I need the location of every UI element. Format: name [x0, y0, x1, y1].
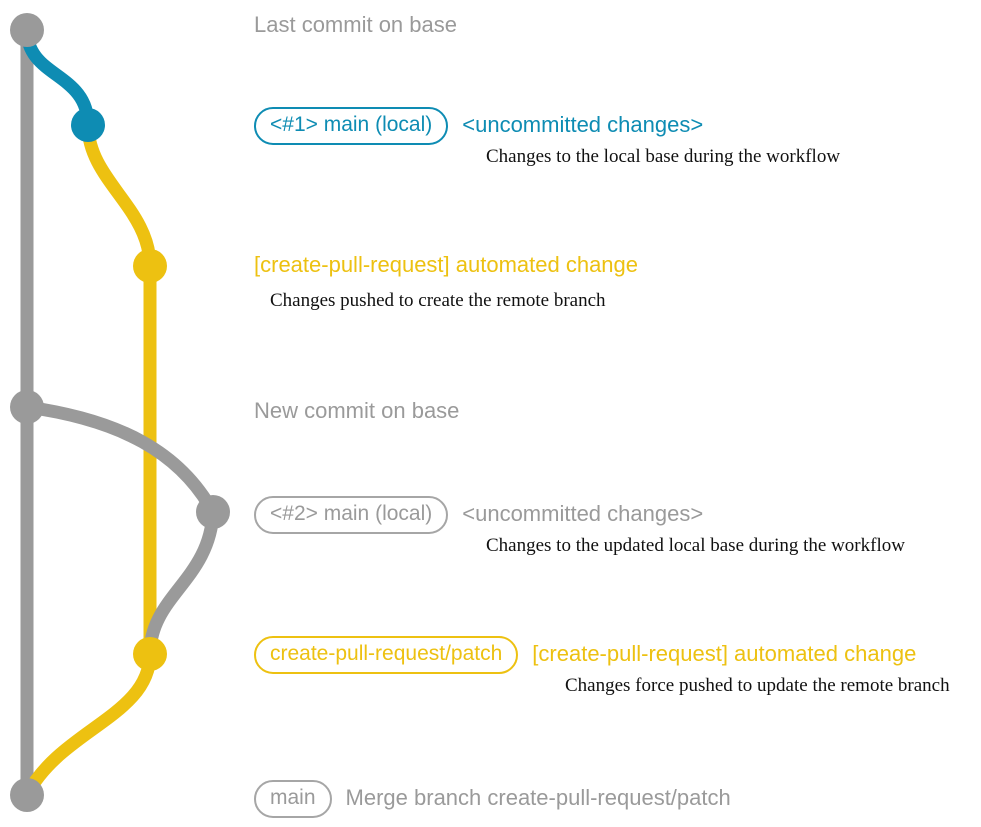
annotation-remote-commit-2: create-pull-request/patch [create-pull-r… — [254, 636, 916, 674]
annotation-merge-commit: main Merge branch create-pull-request/pa… — [254, 780, 731, 818]
description-local-commit-1: Changes to the local base during the wor… — [486, 146, 841, 167]
commit-message-remote-1: [create-pull-request] automated change — [254, 252, 639, 277]
annotation-local-commit-1: <#1> main (local) <uncommitted changes> — [254, 107, 703, 145]
edge-base-2-to-local-2 — [20, 400, 220, 519]
commit-node-base-1[interactable] — [10, 13, 44, 47]
branch-badge-main[interactable]: main — [254, 780, 332, 818]
annotation-new-commit-on-base: New commit on base — [254, 398, 460, 423]
commit-message-local-1: <uncommitted changes> — [462, 112, 704, 137]
commit-node-remote-2[interactable] — [133, 637, 167, 671]
commit-node-base-2[interactable] — [10, 390, 44, 424]
annotation-last-commit-on-base: Last commit on base — [254, 12, 457, 37]
commit-node-base-3[interactable] — [10, 778, 44, 812]
commit-message-merge: Merge branch create-pull-request/patch — [345, 785, 731, 810]
edge-local-1-to-remote-1 — [81, 118, 157, 273]
commit-message-local-2: <uncommitted changes> — [462, 501, 704, 526]
branch-badge-main-local-1[interactable]: <#1> main (local) — [254, 107, 449, 145]
annotation-local-commit-2: <#2> main (local) <uncommitted changes> — [254, 496, 703, 534]
branch-badge-create-pull-request-patch[interactable]: create-pull-request/patch — [254, 636, 519, 674]
commit-node-remote-1[interactable] — [133, 249, 167, 283]
edge-remote-2-to-base-3 — [20, 647, 157, 802]
commit-node-local-1[interactable] — [71, 108, 105, 142]
commit-message-remote-2: [create-pull-request] automated change — [532, 641, 917, 666]
branch-badge-main-local-2[interactable]: <#2> main (local) — [254, 496, 449, 534]
edge-local-2-to-remote-2 — [143, 505, 220, 661]
description-remote-commit-2: Changes force pushed to update the remot… — [565, 675, 950, 696]
description-local-commit-2: Changes to the updated local base during… — [486, 535, 905, 556]
description-remote-commit-1: Changes pushed to create the remote bran… — [270, 290, 606, 311]
commit-node-local-2[interactable] — [196, 495, 230, 529]
graph-nodes — [10, 13, 230, 812]
